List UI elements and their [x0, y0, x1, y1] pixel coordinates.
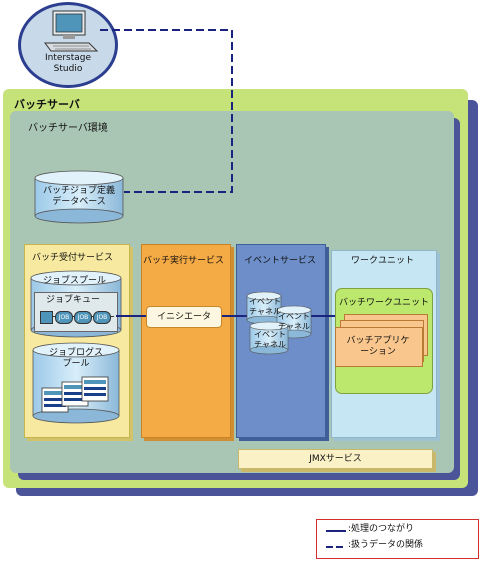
client-circle[interactable]: Interstage Studio [18, 2, 118, 88]
event-service-label: イベントサービス [244, 256, 317, 266]
legend [316, 519, 479, 559]
client-label: Interstage Studio [44, 53, 92, 74]
event-channels[interactable] [244, 290, 314, 358]
job-log-spool-label: ジョブログスプール [48, 348, 103, 369]
legend-dashed-label: :扱うデータの関係 [348, 540, 424, 550]
environment-label: バッチサーバ環境 [28, 123, 108, 134]
initiator[interactable]: イニシエータ [146, 306, 222, 328]
batch-application-label: バッチアプリケーション [346, 336, 410, 357]
reception-service-label: バッチ受付サービス [32, 253, 114, 263]
log-document-icon [41, 376, 109, 413]
event-channel-label-1: イベントチャネル [249, 297, 281, 316]
legend-solid-label: :処理のつながり [348, 524, 415, 534]
legend-solid-line [326, 530, 346, 532]
jmx-service[interactable]: JMXサービス [238, 449, 433, 469]
computer-icon [44, 10, 99, 52]
execution-service [141, 244, 231, 438]
batch-application[interactable] [335, 327, 423, 367]
job-token-2: JOB [74, 311, 92, 324]
job-spool-label: ジョブスプール [43, 276, 107, 286]
event-channel-label-3: イベントチャネル [254, 330, 286, 349]
job-queue-label: ジョブキュー [46, 295, 101, 305]
batch-work-unit-label: バッチワークユニット [339, 298, 430, 308]
job-definition-database[interactable] [34, 170, 124, 224]
job-definition-label: バッチジョブ定義データベース [42, 186, 115, 207]
legend-dashed-line [326, 546, 346, 548]
batch-server-label: バッチサーバ [14, 98, 80, 111]
job-token-1: JOB [55, 311, 73, 324]
event-channel-label-2: イベントチャネル [278, 312, 310, 331]
job-token-3: JOB [93, 311, 111, 324]
workunit-service-label: ワークユニット [351, 256, 415, 266]
queue-head-icon [40, 311, 53, 324]
execution-service-label: バッチ実行サービス [143, 256, 225, 266]
